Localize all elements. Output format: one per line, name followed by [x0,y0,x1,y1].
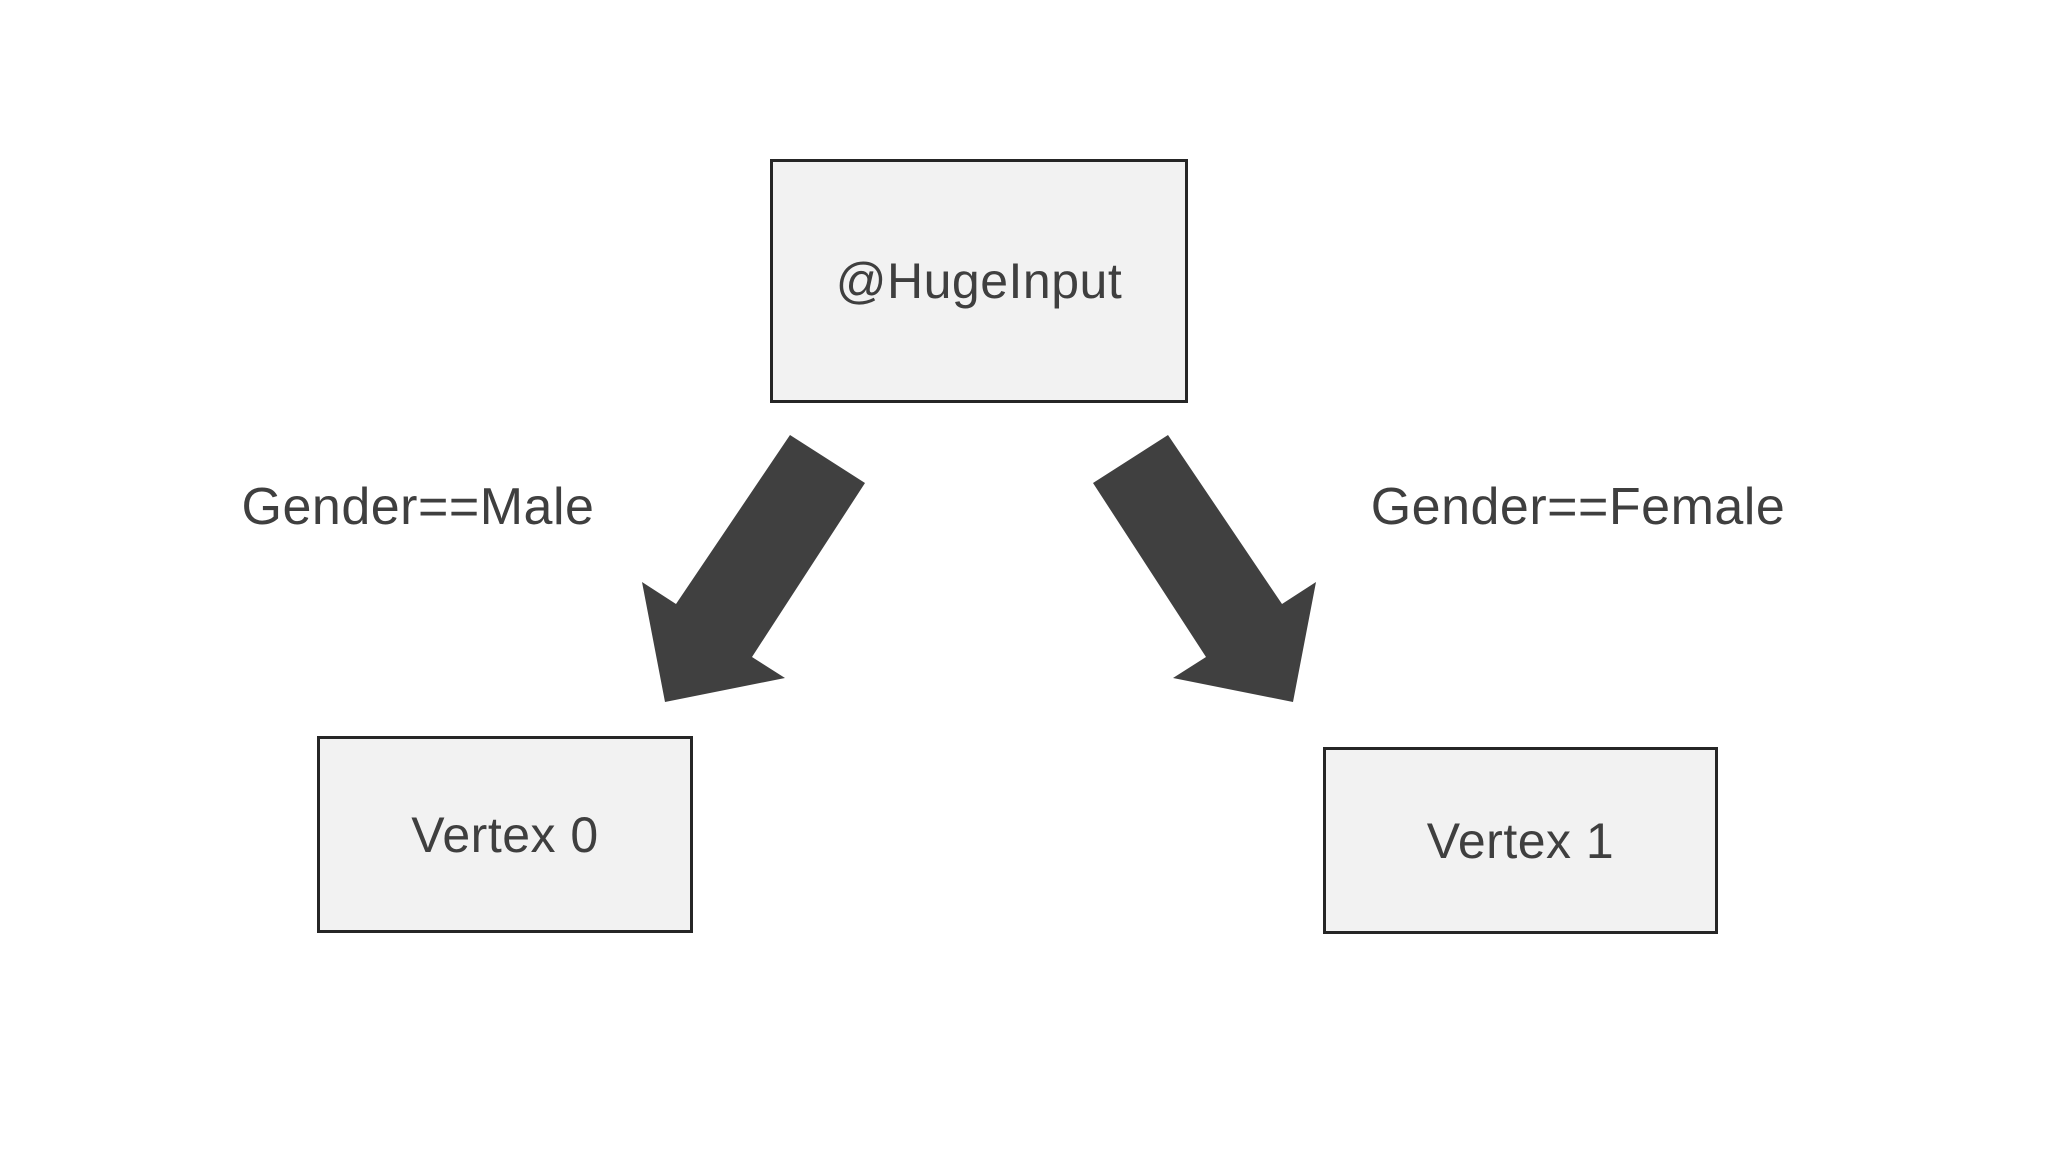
node-huge-input: @HugeInput [770,159,1188,403]
node-vertex-1: Vertex 1 [1323,747,1718,934]
arrow-down-left-icon [642,435,865,702]
edge-label-gender-female: Gender==Female [1370,478,1786,536]
node-vertex-0: Vertex 0 [317,736,693,933]
node-huge-input-label: @HugeInput [835,253,1123,309]
arrow-down-right-icon [1093,435,1316,702]
node-vertex-0-label: Vertex 0 [411,806,599,863]
edge-label-gender-male: Gender==Male [241,478,595,536]
node-vertex-1-label: Vertex 1 [1426,812,1615,869]
